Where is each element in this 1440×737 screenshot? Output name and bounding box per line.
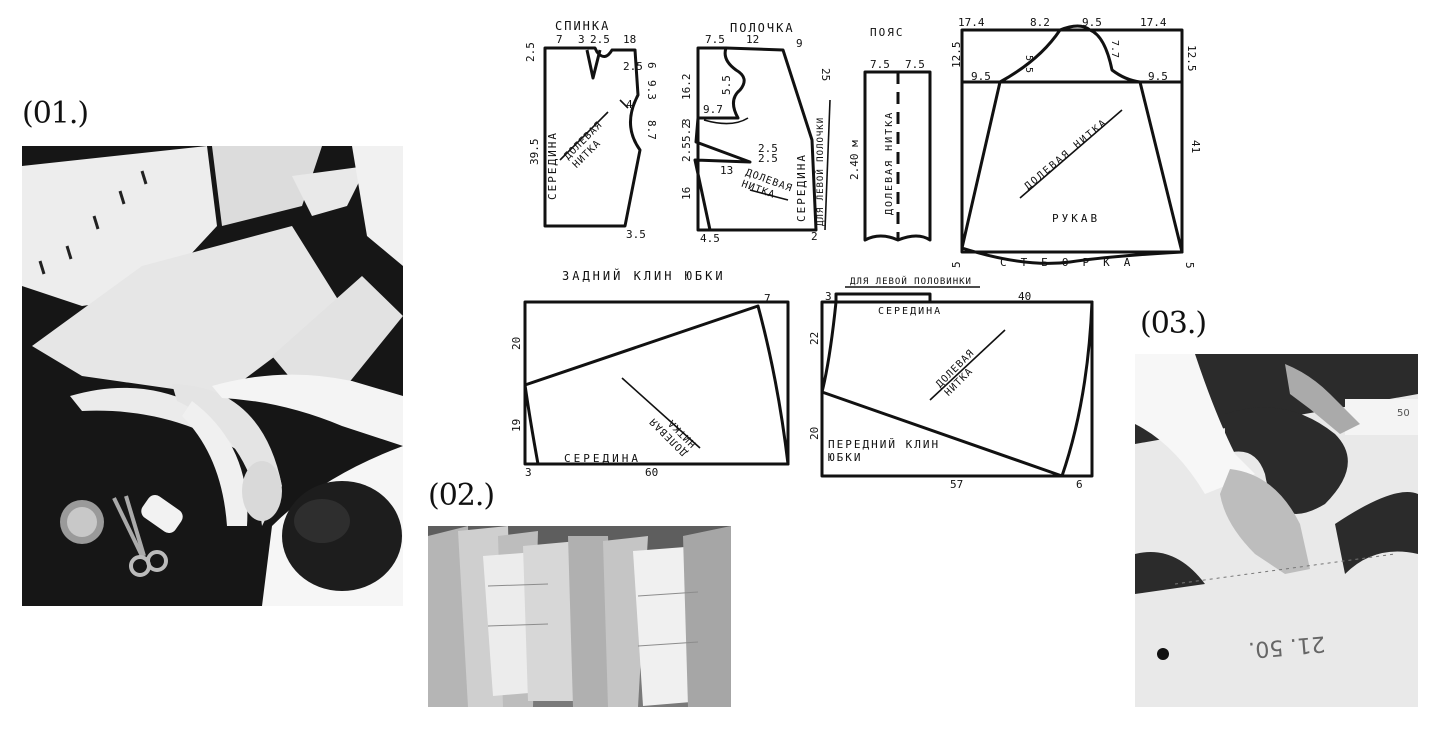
sleeve-dim-6: 12.5 <box>1185 45 1198 72</box>
sleeve-dim-8: 7.7 <box>1109 40 1120 58</box>
sleeve-dim-13: 5 <box>1183 262 1196 269</box>
sleeve-dim-3: 9.5 <box>1082 16 1102 29</box>
sleeve-grain-label: ДОЛЕВАЯ НИТКА <box>1023 117 1110 192</box>
back-piece: СПИНКА 7 3 2.5 18 2.5 2.5 6 9.3 4 8.7 39… <box>524 19 658 241</box>
back-skirt-dim-1: 7 <box>764 292 771 305</box>
photo-label-01: (01.) <box>22 96 89 131</box>
front-skirt-note: ДЛЯ ЛЕВОЙ ПОЛОВИНКИ <box>850 275 972 287</box>
front-skirt-dim-3: 22 <box>808 332 821 345</box>
tailor-cutting-pattern-icon <box>22 146 403 606</box>
front-skirt-dim-5: 57 <box>950 478 963 491</box>
back-dim-1: 7 <box>556 33 563 46</box>
sleeve-dim-7: 5.5 <box>1023 55 1034 73</box>
back-dim-3: 2.5 <box>590 33 610 46</box>
back-dim-5: 2.5 <box>524 42 537 62</box>
back-dim-6: 2.5 <box>623 60 643 73</box>
sleeve-dim-9: 9.5 <box>971 70 991 83</box>
hanging-pattern-archive-icon <box>428 526 731 707</box>
sewing-pattern-drafts: СПИНКА 7 3 2.5 18 2.5 2.5 6 9.3 4 8.7 39… <box>500 0 1220 500</box>
back-skirt-dim-3: 19 <box>510 419 523 432</box>
pattern-tag-text: 50 <box>1397 408 1410 419</box>
front-dim-8: 5.2 <box>680 122 693 142</box>
front-center-label: СЕРЕДИНА <box>795 153 808 222</box>
front-title: ПОЛОЧКА <box>730 21 795 35</box>
back-skirt-center-label: СЕРЕДИНА <box>564 452 641 465</box>
hanging-pattern-archive-photo <box>428 526 731 707</box>
front-side-label: ДЛЯ ЛЕВОЙ ПОЛОЧКИ <box>814 117 826 226</box>
sleeve-dim-1: 17.4 <box>958 16 985 29</box>
photo-label-03: (03.) <box>1140 306 1207 341</box>
sleeve-dim-4: 17.4 <box>1140 16 1167 29</box>
back-dim-9: 4 <box>626 98 633 111</box>
front-dim-7: 3 <box>680 118 693 125</box>
back-title: СПИНКА <box>555 19 610 33</box>
sleeve-name-label: РУКАВ <box>1052 212 1100 225</box>
back-dim-7: 6 <box>645 62 658 69</box>
front-dim-2: 12 <box>746 33 759 46</box>
sleeve-dim-5: 12.5 <box>950 42 963 69</box>
sleeve-piece: 17.4 8.2 9.5 17.4 12.5 12.5 5.5 7.7 9.5 … <box>950 16 1202 269</box>
front-dim-9: 2.5 <box>680 142 693 162</box>
front-dim-12: 2.5 <box>758 152 778 165</box>
front-dim-4: 5.5 <box>720 75 733 95</box>
front-dim-14: 4.5 <box>700 232 720 245</box>
front-dim-5: 16.2 <box>680 74 693 101</box>
front-skirt-dim-2: 40 <box>1018 290 1031 303</box>
back-grain-label: ДОЛЕВАЯНИТКА <box>562 120 613 171</box>
back-dim-11: 39.5 <box>528 139 541 166</box>
sleeve-hem-label: СТБОРКА <box>1000 256 1144 269</box>
front-skirt-dim-1: 3 <box>825 290 832 303</box>
back-dim-12: 3.5 <box>626 228 646 241</box>
belt-piece: ПОЯС 7.5 7.5 2.40 м ДОЛЕВАЯ НИТКА <box>848 26 932 242</box>
front-dim-11: 13 <box>720 164 733 177</box>
belt-title: ПОЯС <box>870 26 905 39</box>
back-skirt-dim-4: 3 <box>525 466 532 479</box>
front-dim-16: 2 <box>811 230 818 243</box>
back-center-label: СЕРЕДИНА <box>546 131 559 200</box>
back-skirt-dim-5: 60 <box>645 466 658 479</box>
belt-dim-2: 7.5 <box>905 58 925 71</box>
front-dim-13: 16 <box>680 187 693 200</box>
photo-label-02: (02.) <box>428 478 495 513</box>
tailor-cutting-pattern-photo <box>22 146 403 606</box>
back-dim-2: 3 <box>578 33 585 46</box>
sleeve-dim-2: 8.2 <box>1030 16 1050 29</box>
front-dim-3: 9 <box>796 37 803 50</box>
belt-dim-3: 2.40 м <box>848 140 861 180</box>
back-dim-8: 9.3 <box>645 80 658 100</box>
back-dim-4: 18 <box>623 33 636 46</box>
front-skirt-center-label: СЕРЕДИНА <box>878 306 942 317</box>
front-skirt-dim-6: 6 <box>1076 478 1083 491</box>
front-piece: ПОЛОЧКА 7.5 12 9 5.5 16.2 9.7 3 5.2 2.5 … <box>680 21 832 245</box>
belt-grain-label: ДОЛЕВАЯ НИТКА <box>884 111 895 215</box>
front-dim-6: 9.7 <box>703 103 723 116</box>
hands-on-pattern-icon: 50 21. 50. <box>1135 354 1418 707</box>
sleeve-dim-12: 5 <box>950 261 963 268</box>
sleeve-dim-11: 41 <box>1189 140 1202 153</box>
belt-dim-1: 7.5 <box>870 58 890 71</box>
sleeve-dim-10: 9.5 <box>1148 70 1168 83</box>
front-dim-15: 25 <box>819 68 832 81</box>
front-dim-1: 7.5 <box>705 33 725 46</box>
front-skirt-piece: ДЛЯ ЛЕВОЙ ПОЛОВИНКИ 3 40 22 20 57 6 СЕРЕ… <box>808 275 1094 491</box>
back-skirt-title: ЗАДНИЙ КЛИН ЮБКИ <box>562 268 726 283</box>
back-skirt-piece: ЗАДНИЙ КЛИН ЮБКИ 7 20 19 3 60 СЕРЕДИНА Д… <box>510 268 790 479</box>
front-skirt-dim-4: 20 <box>808 427 821 440</box>
back-skirt-grain-label: ДОЛЕВАЯНИТКА <box>648 407 699 458</box>
back-dim-10: 8.7 <box>645 120 658 140</box>
hands-on-pattern-photo: 50 21. 50. <box>1135 354 1418 707</box>
back-skirt-dim-2: 20 <box>510 337 523 350</box>
front-dim-10: 2.5 <box>758 142 778 155</box>
